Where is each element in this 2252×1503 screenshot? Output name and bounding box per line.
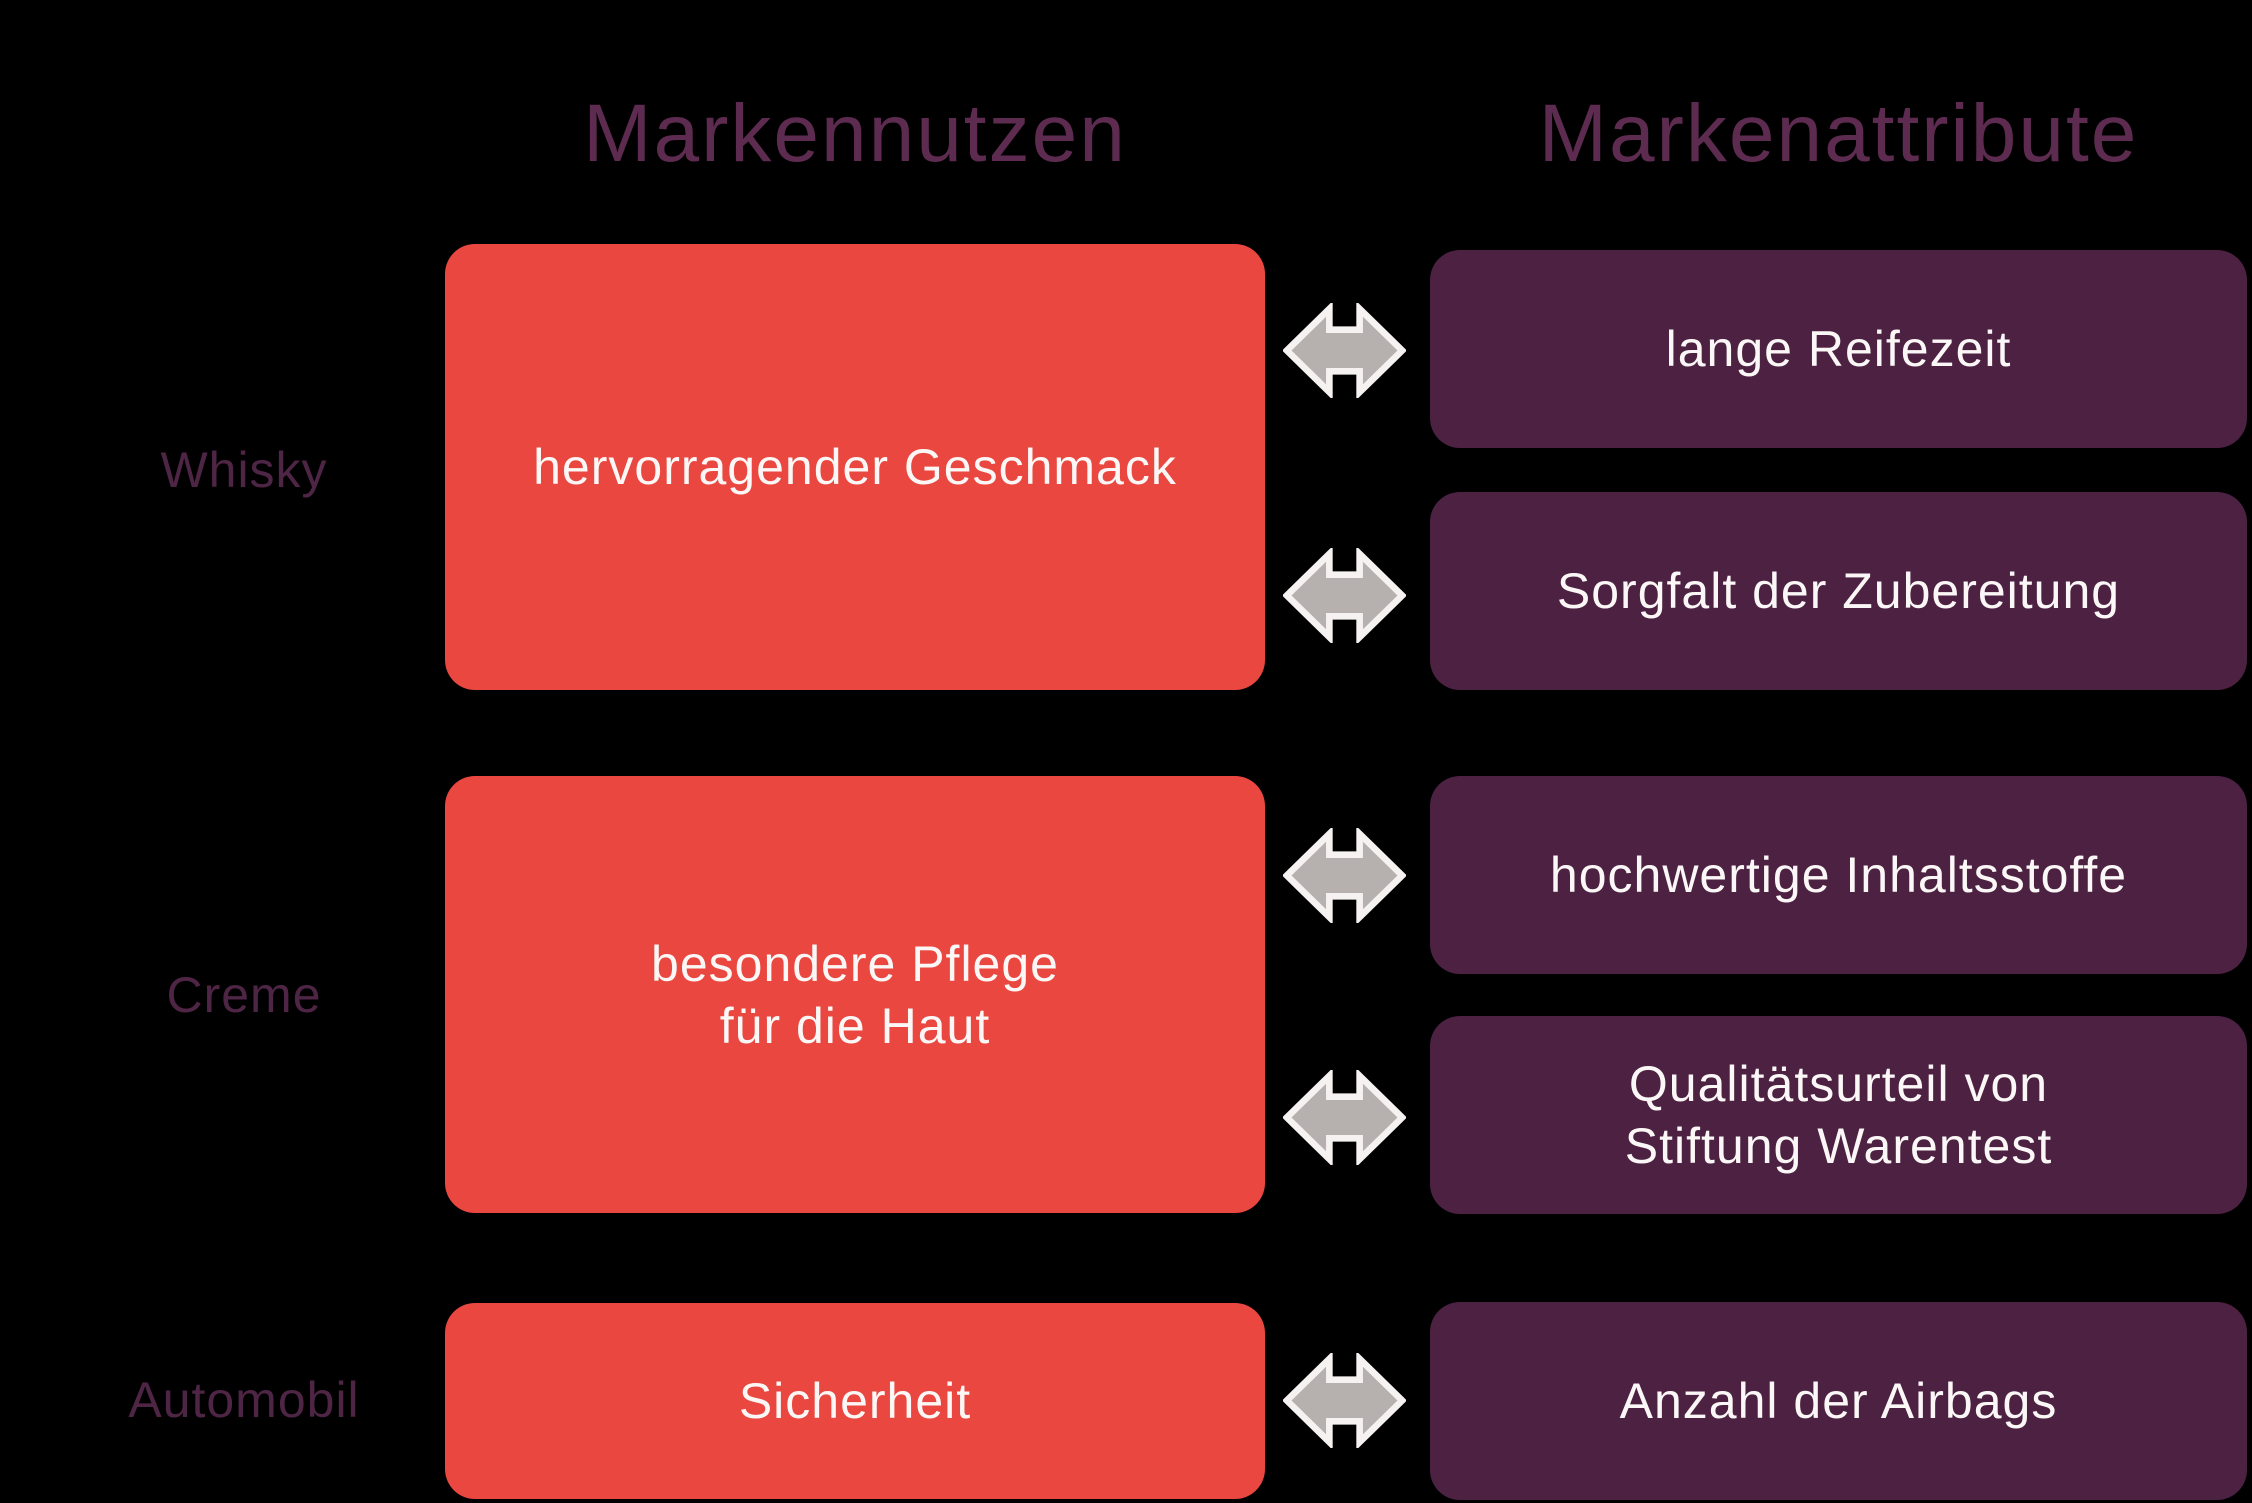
double-arrow-icon xyxy=(1283,828,1406,923)
attribute-text: Qualitätsurteil von Stiftung Warentest xyxy=(1624,1056,2053,1174)
row-label-automobil: Automobil xyxy=(128,1372,360,1428)
attribute-text: hochwertige Inhaltsstoffe xyxy=(1549,847,2128,903)
row-label-creme: Creme xyxy=(166,967,322,1023)
attribute-box-lange-reifezeit: lange Reifezeit xyxy=(1430,250,2247,448)
double-arrow-icon xyxy=(1283,548,1406,643)
column-header-markenattribute: Markenattribute xyxy=(1538,88,2139,179)
attribute-box-anzahl-der-airbags: Anzahl der Airbags xyxy=(1430,1302,2247,1500)
attribute-text: Anzahl der Airbags xyxy=(1619,1373,2058,1429)
attribute-box-sorgfalt-der-zubereitung: Sorgfalt der Zubereitung xyxy=(1430,492,2247,690)
benefit-text: hervorragender Geschmack xyxy=(533,439,1177,495)
attribute-text: lange Reifezeit xyxy=(1665,321,2012,377)
attribute-box-qualitaetsurteil: Qualitätsurteil von Stiftung Warentest xyxy=(1430,1016,2247,1214)
column-header-markennutzen: Markennutzen xyxy=(583,88,1127,179)
benefit-box-whisky: hervorragender Geschmack xyxy=(445,244,1265,690)
double-arrow-icon xyxy=(1283,1353,1406,1448)
row-label-whisky: Whisky xyxy=(160,442,328,498)
attribute-box-hochwertige-inhaltsstoffe: hochwertige Inhaltsstoffe xyxy=(1430,776,2247,974)
double-arrow-icon xyxy=(1283,303,1406,398)
double-arrow-icon xyxy=(1283,1070,1406,1165)
attribute-text: Sorgfalt der Zubereitung xyxy=(1556,563,2121,619)
benefit-box-creme: besondere Pflege für die Haut xyxy=(445,776,1265,1213)
benefit-text: Sicherheit xyxy=(738,1373,972,1429)
benefit-text: besondere Pflege für die Haut xyxy=(651,935,1059,1054)
benefit-box-automobil: Sicherheit xyxy=(445,1303,1265,1499)
